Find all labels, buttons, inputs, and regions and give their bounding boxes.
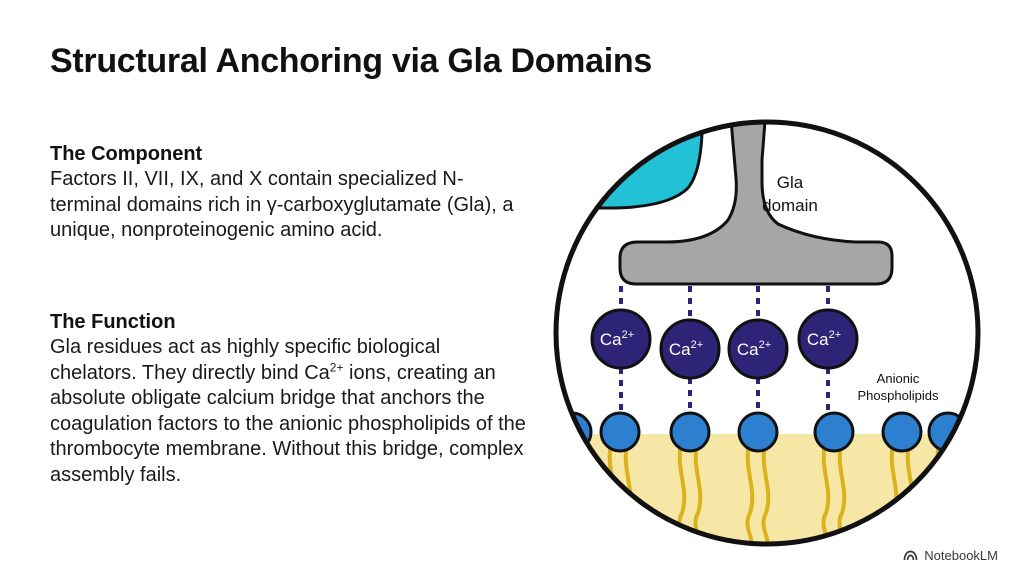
phospholipid-label-line2: Phospholipids — [858, 388, 939, 403]
calcium-ion-label: Ca2+ — [807, 329, 841, 349]
slide-title: Structural Anchoring via Gla Domains — [50, 42, 652, 80]
calcium-ion-label: Ca2+ — [669, 339, 703, 359]
phospholipid-label-line1: Anionic — [877, 371, 920, 386]
component-heading: The Component — [50, 143, 203, 165]
function-section: The Function Gla residues act as highly … — [50, 309, 530, 488]
notebooklm-icon — [903, 550, 918, 561]
calcium-ion-label: Ca2+ — [737, 339, 771, 359]
lipid-tail — [951, 438, 961, 544]
calcium-ion — [727, 318, 789, 380]
component-body: Factors II, VII, IX, and X contain speci… — [50, 168, 514, 241]
gla-domain-diagram: Ca2+ Ca2+ Ca2+ Ca2+ Gla domain Anionic Phos… — [553, 119, 981, 547]
calcium-ion — [797, 308, 859, 370]
phospholipid-head — [813, 411, 855, 453]
function-body-part2: ions, creating an absolute obligate calc… — [50, 361, 526, 486]
calcium-ions: Ca2+ Ca2+ Ca2+ Ca2+ — [590, 308, 859, 380]
brand-label: NotebookLM — [924, 548, 998, 563]
phospholipid-heads — [556, 411, 969, 453]
function-heading: The Function — [50, 311, 176, 333]
calcium-ion — [659, 318, 721, 380]
gla-domain-label-line2: domain — [762, 196, 818, 215]
phospholipid-head — [669, 411, 711, 453]
lipid-tail — [761, 438, 771, 544]
function-body-part1: Gla residues act as highly specific biol… — [50, 336, 441, 384]
calcium-ion — [590, 308, 652, 370]
calcium-ion-label: Ca2+ — [600, 329, 634, 349]
phospholipid-head — [881, 411, 923, 453]
lipid-tail — [575, 438, 585, 544]
cyan-protein-shape — [556, 122, 704, 210]
lipid-tail — [559, 438, 569, 544]
function-body: Gla residues act as highly specific biol… — [50, 335, 530, 488]
phospholipid-head — [599, 411, 641, 453]
diagram-ring — [553, 119, 981, 547]
gla-domain-protein — [618, 122, 894, 286]
component-section: The Component Factors II, VII, IX, and X… — [50, 141, 530, 244]
function-body-superscript: 2+ — [329, 359, 344, 374]
gla-domain-label-line1: Gla — [777, 173, 804, 192]
lipid-tail — [745, 438, 755, 544]
calcium-linkers — [619, 286, 830, 412]
phospholipid-head — [737, 411, 779, 453]
notebooklm-brand: NotebookLM — [903, 548, 998, 563]
